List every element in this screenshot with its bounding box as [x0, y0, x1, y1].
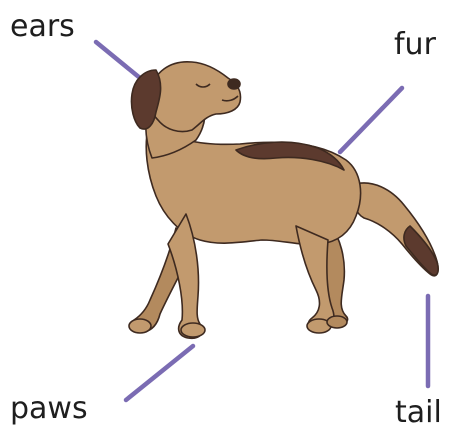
pointer-line-paws — [126, 346, 193, 400]
dog-illustration — [129, 62, 438, 339]
dog-nose — [228, 79, 240, 89]
label-paws: paws — [10, 394, 88, 424]
dog-paw — [181, 323, 205, 337]
label-fur: fur — [394, 30, 436, 60]
pointer-line-fur — [340, 88, 402, 152]
dog-paw — [129, 319, 151, 333]
label-ears: ears — [10, 12, 75, 42]
pointer-line-ears — [96, 42, 140, 78]
dog-head — [149, 62, 240, 132]
label-tail: tail — [395, 398, 442, 428]
dog-paw — [327, 316, 347, 328]
